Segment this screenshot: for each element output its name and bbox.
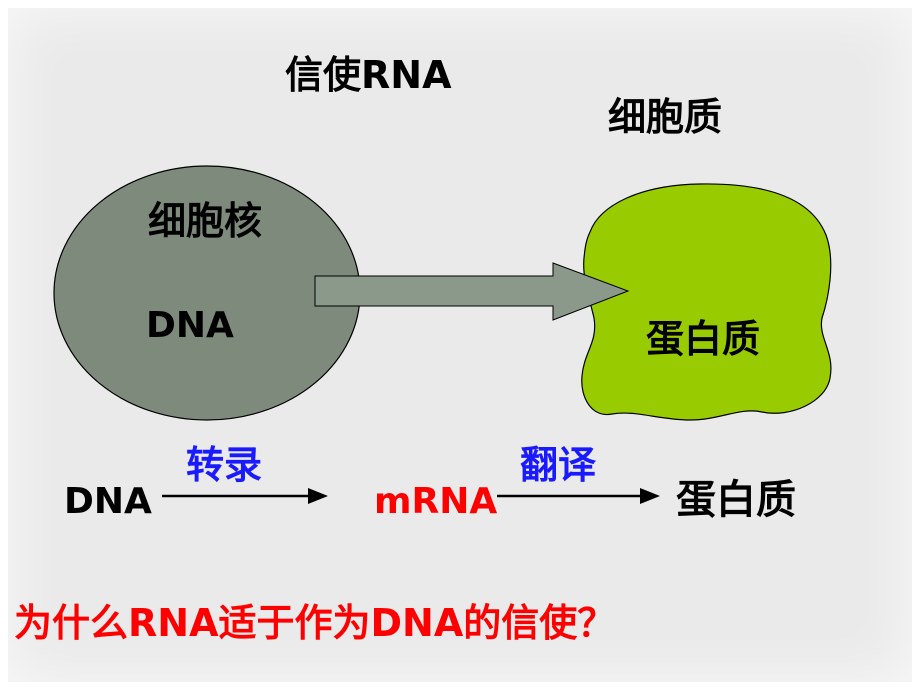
mrna-label: mRNA xyxy=(374,481,498,522)
translation-arrow xyxy=(497,488,660,504)
transport-arrow xyxy=(314,262,630,321)
nucleus-label: 细胞核 xyxy=(148,199,263,243)
transcription-arrow xyxy=(162,488,328,504)
question-text: 为什么RNA适于作为DNA的信使？ xyxy=(14,601,616,645)
translation-label: 翻译 xyxy=(520,443,597,487)
cytoplasm-label: 细胞质 xyxy=(608,95,723,139)
nucleus-dna-label: DNA xyxy=(146,305,234,346)
cytoplasm-shape xyxy=(581,183,832,421)
flow-protein-label: 蛋白质 xyxy=(676,477,796,523)
protein-label: 蛋白质 xyxy=(646,317,761,361)
transcription-label: 转录 xyxy=(186,443,263,487)
flow-dna-label: DNA xyxy=(64,481,152,522)
messenger-rna-label: 信使RNA xyxy=(285,53,452,97)
